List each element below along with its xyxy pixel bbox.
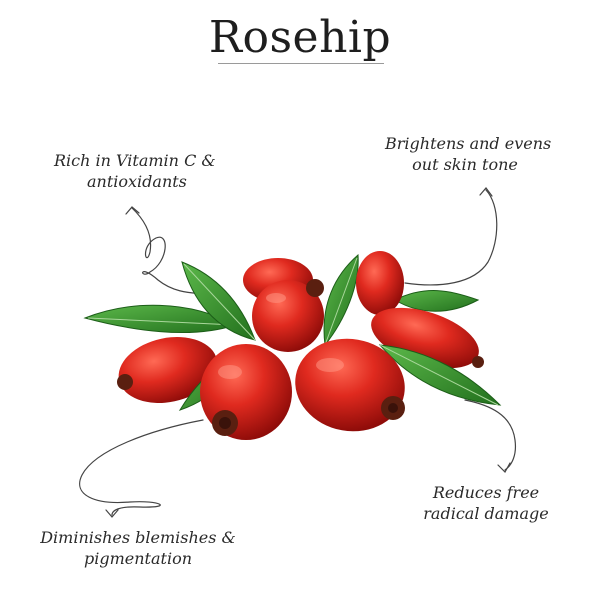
arrow-brightens [404,189,498,286]
leaves-back [83,253,480,347]
callout-brightens-line2: out skin tone [412,155,518,174]
callout-radical-line1: Reduces free [432,483,540,502]
callout-brightens: Brightens and evens out skin tone [385,133,552,175]
title-underline [218,63,384,64]
rosehip-berries-front [200,293,405,440]
arrow-vitamin [131,207,211,296]
page-title: Rosehip [208,12,392,63]
callout-blemishes-line1: Diminishes blemishes & [40,528,236,547]
arrow-radical [464,399,517,471]
callout-blemishes-line2: pigmentation [84,549,192,568]
arrow-blemishes [79,419,204,516]
callout-vitamin-c: Rich in Vitamin C & antioxidants [54,150,216,192]
callout-vitamin-line2: antioxidants [87,172,187,191]
callout-radical-line2: radical damage [423,504,549,523]
callout-vitamin-line1: Rich in Vitamin C & [54,151,216,170]
rosehip-berries [117,251,484,403]
callout-radical-damage: Reduces free radical damage [416,482,556,524]
callout-brightens-line1: Brightens and evens [385,134,552,153]
callout-blemishes: Diminishes blemishes & pigmentation [33,527,243,569]
